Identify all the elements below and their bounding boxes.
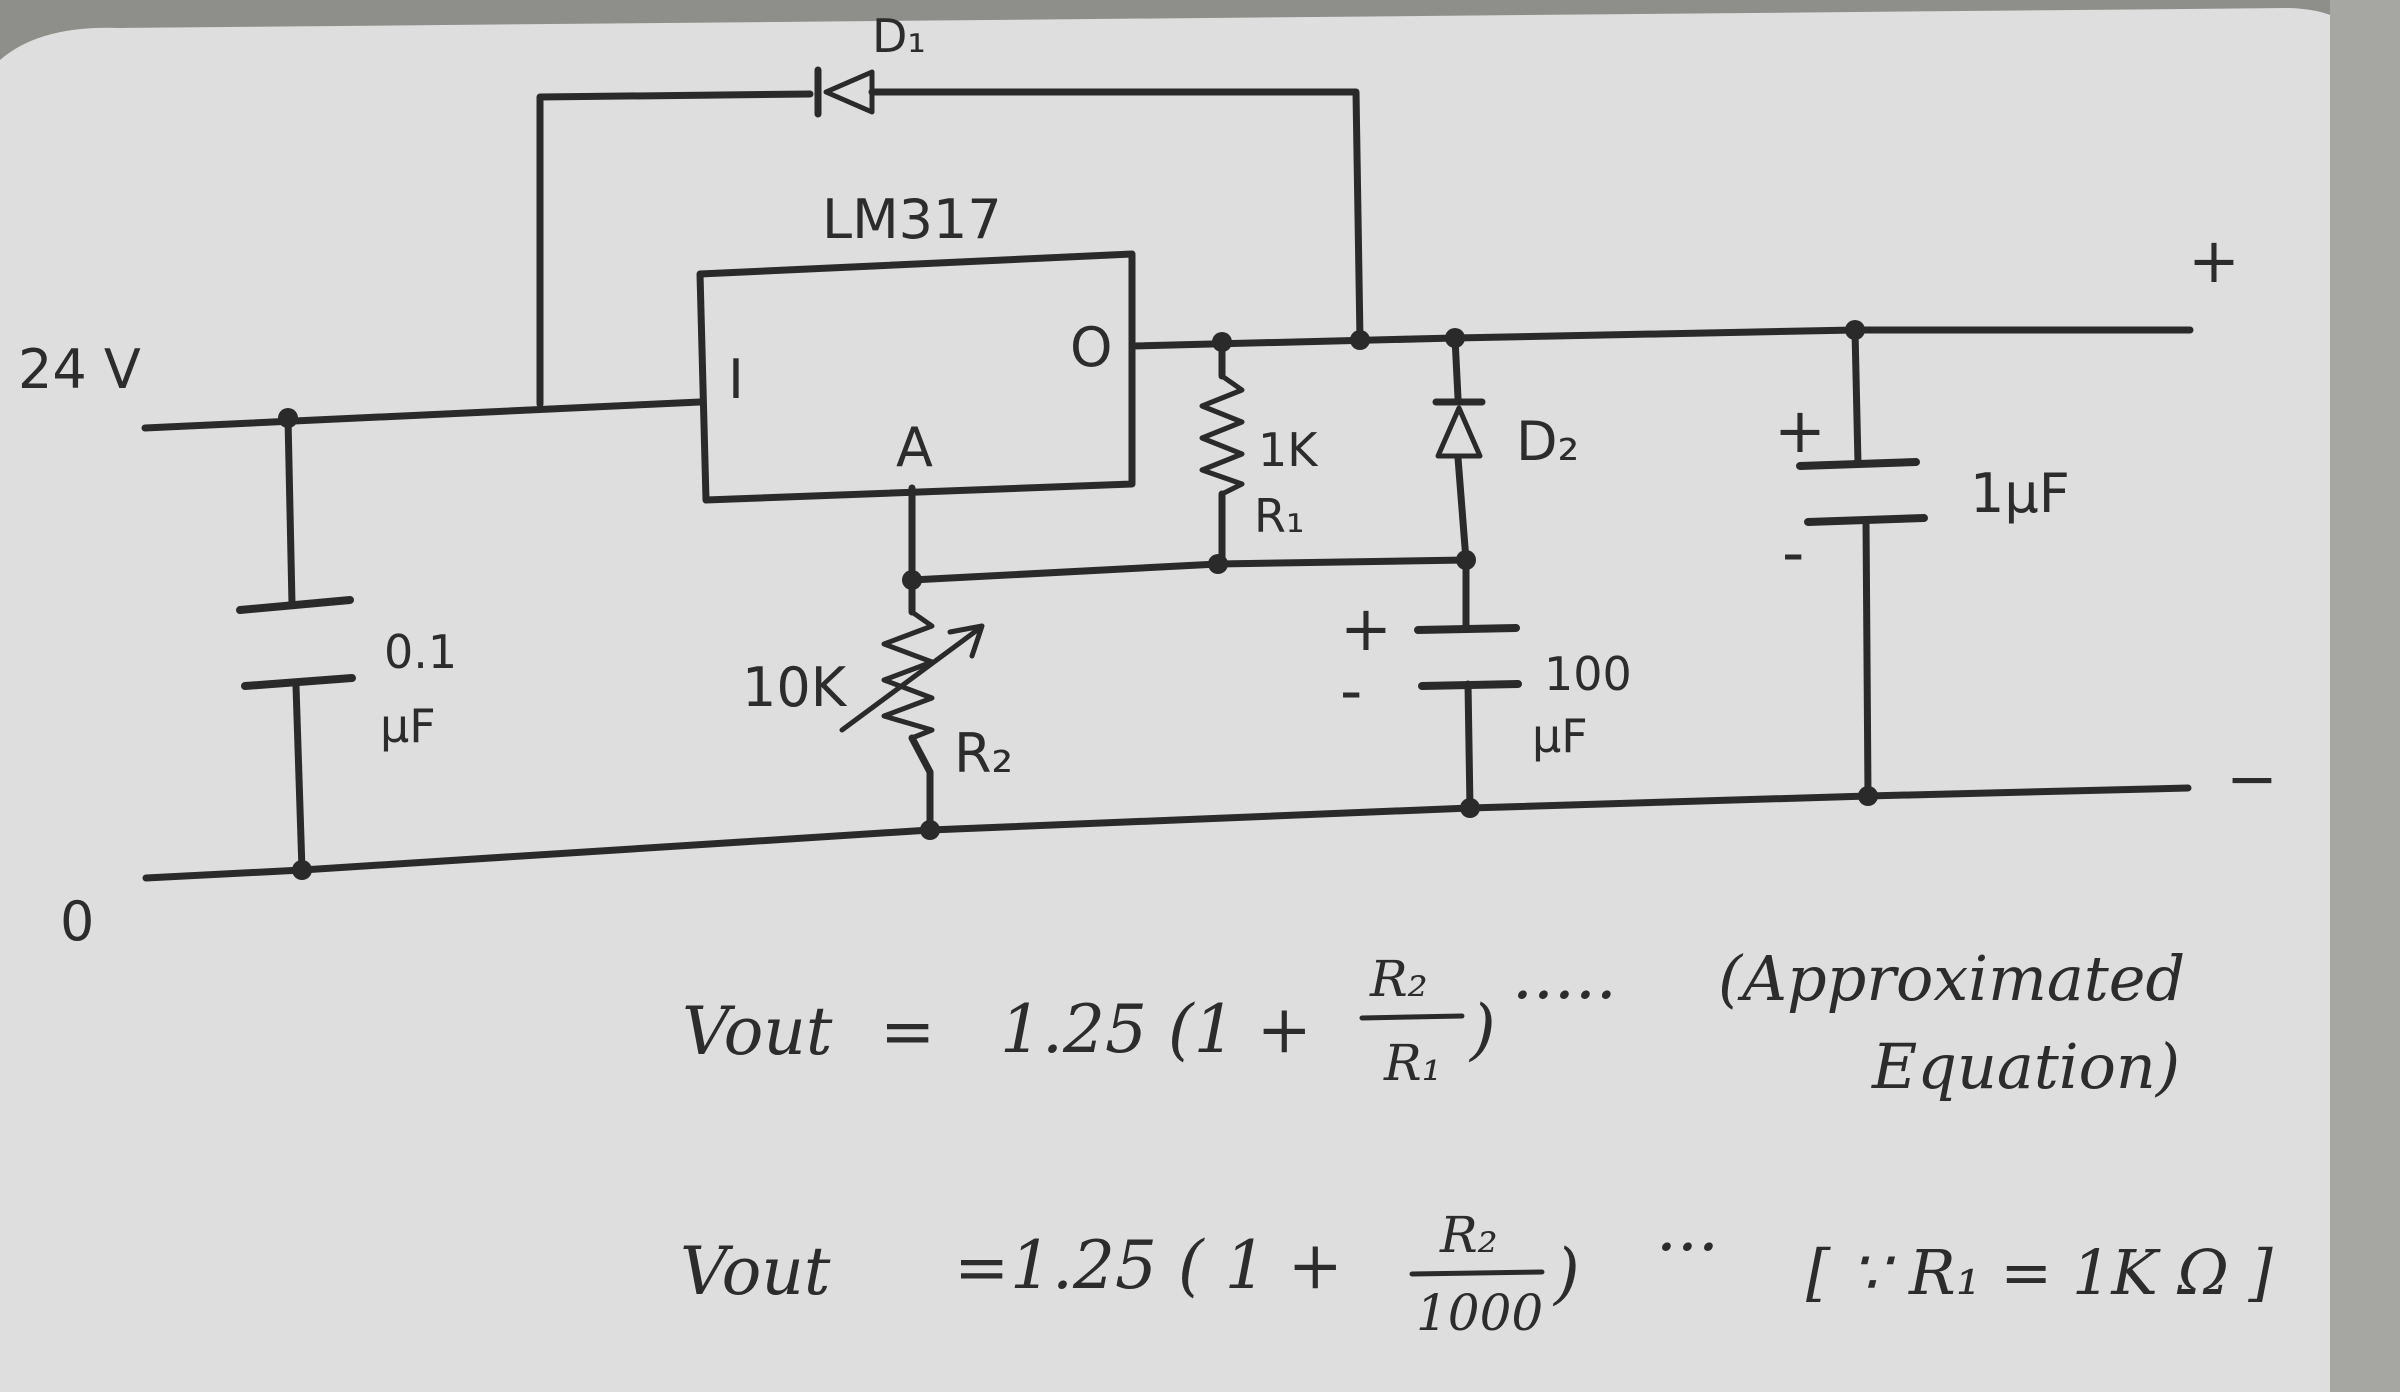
eq2-rhs-suffix: ) xyxy=(1552,1235,1580,1312)
ground-label: 0 xyxy=(60,890,94,953)
c-adj-unit-label: µF xyxy=(1532,709,1588,763)
pin-input-label: I xyxy=(728,348,744,411)
output-wire xyxy=(1128,326,2194,350)
c-in-lead-top xyxy=(284,414,296,608)
output-plus-label: + xyxy=(2188,224,2240,297)
d2-lead-bottom xyxy=(1454,454,1470,564)
d1-bypass-right xyxy=(868,88,1364,344)
junction-dot xyxy=(1212,332,1232,352)
eq2-fraction-numerator: R₂ xyxy=(1439,1206,1498,1264)
eq1-equals: = xyxy=(880,993,935,1070)
eq2-dots: ··· xyxy=(1656,1209,1719,1286)
eq1-rhs-prefix: 1.25 (1 + xyxy=(1000,991,1312,1068)
c-out-minus-label: - xyxy=(1782,516,1804,589)
junction-dot xyxy=(292,860,312,880)
d2-diode-icon xyxy=(1432,398,1486,459)
c-adj-plus-label: + xyxy=(1340,592,1392,665)
equation-approximate: Vout = 1.25 (1 + R₂ R₁ ) ····· (Approxim… xyxy=(682,942,2185,1103)
r2-lead-bottom xyxy=(908,734,934,834)
eq1-fraction-denominator: R₁ xyxy=(1383,1034,1442,1092)
r2-value-label: 10K xyxy=(742,656,848,719)
junction-dot xyxy=(1845,320,1865,340)
c-adj-lead-bottom xyxy=(1464,680,1474,812)
ground-wire xyxy=(142,784,2192,882)
c-in-lead-bottom xyxy=(292,682,306,874)
junction-dot xyxy=(1208,554,1228,574)
c-in-plate-top xyxy=(236,596,354,614)
junction-dot xyxy=(278,408,298,428)
c-in-unit-label: µF xyxy=(380,699,436,753)
c-in-value-label: 0.1 xyxy=(384,625,457,679)
eq1-note-line2: Equation) xyxy=(1871,1030,2180,1103)
junction-dot xyxy=(1456,550,1476,570)
c-out-plus-label: + xyxy=(1774,394,1826,467)
eq1-dots: ····· xyxy=(1512,957,1617,1034)
d1-label: D₁ xyxy=(872,9,926,63)
r1-value-label: 1K xyxy=(1258,423,1319,477)
c-adj-minus-label: - xyxy=(1340,654,1362,727)
junction-dot xyxy=(1858,786,1878,806)
eq1-fraction-numerator: R₂ xyxy=(1369,950,1428,1008)
eq2-fraction-bar xyxy=(1409,1269,1545,1277)
ic-name-label: LM317 xyxy=(822,188,1002,251)
d1-bypass-left xyxy=(536,90,814,408)
r2-resistor xyxy=(881,609,935,741)
input-wire xyxy=(141,398,704,432)
output-minus-label: − xyxy=(2226,742,2278,815)
eq2-equals: = xyxy=(954,1229,1009,1306)
junction-dot xyxy=(1350,330,1370,350)
d2-lead-top xyxy=(1451,334,1462,402)
c-out-plate-top xyxy=(1796,458,1920,470)
eq2-fraction-denominator: 1000 xyxy=(1416,1284,1543,1342)
equation-simplified: Vout = 1.25 ( 1 + R₂ 1000 ) ··· [ ∵ R₁ =… xyxy=(680,1206,2274,1342)
c-out-value-label: 1µF xyxy=(1970,462,2070,525)
eq2-rhs-prefix: 1.25 ( 1 + xyxy=(1010,1227,1343,1304)
r1-name-label: R₁ xyxy=(1254,489,1304,543)
eq1-lhs: Vout xyxy=(682,993,833,1070)
c-adj-value-label: 100 xyxy=(1544,647,1632,701)
page-binding-shadow xyxy=(2330,0,2400,1392)
eq2-lhs: Vout xyxy=(680,1233,831,1310)
c-out-lead-top xyxy=(1851,326,1862,468)
r2-variable-arrow xyxy=(839,625,983,733)
r2-arrow-head xyxy=(947,623,985,659)
input-voltage-label: 24 V xyxy=(18,338,141,401)
d2-label: D₂ xyxy=(1516,410,1579,473)
r2-name-label: R₂ xyxy=(954,722,1013,785)
c-in-plate-bottom xyxy=(241,674,356,690)
eq1-fraction-bar xyxy=(1359,1013,1465,1021)
pin-output-label: O xyxy=(1070,316,1113,379)
pin-adjust-label: A xyxy=(896,416,933,479)
eq1-rhs-suffix: ) xyxy=(1468,991,1496,1068)
eq2-note: [ ∵ R₁ = 1K Ω ] xyxy=(1806,1236,2274,1309)
junction-dot xyxy=(1460,798,1480,818)
paper-sheet xyxy=(0,8,2375,1392)
eq1-note-line1: (Approximated xyxy=(1718,942,2185,1015)
c-adj-plate-bottom xyxy=(1418,680,1522,690)
d1-diode-icon xyxy=(814,66,875,118)
junction-dot xyxy=(1445,328,1465,348)
r1-resistor xyxy=(1199,373,1245,497)
c-out-plate-bottom xyxy=(1804,514,1928,526)
lm317-box xyxy=(696,250,1136,504)
c-adj-plate-top xyxy=(1414,624,1520,634)
c-out-lead-bottom xyxy=(1862,516,1872,800)
junction-dot xyxy=(920,820,940,840)
junction-dot xyxy=(902,570,922,590)
